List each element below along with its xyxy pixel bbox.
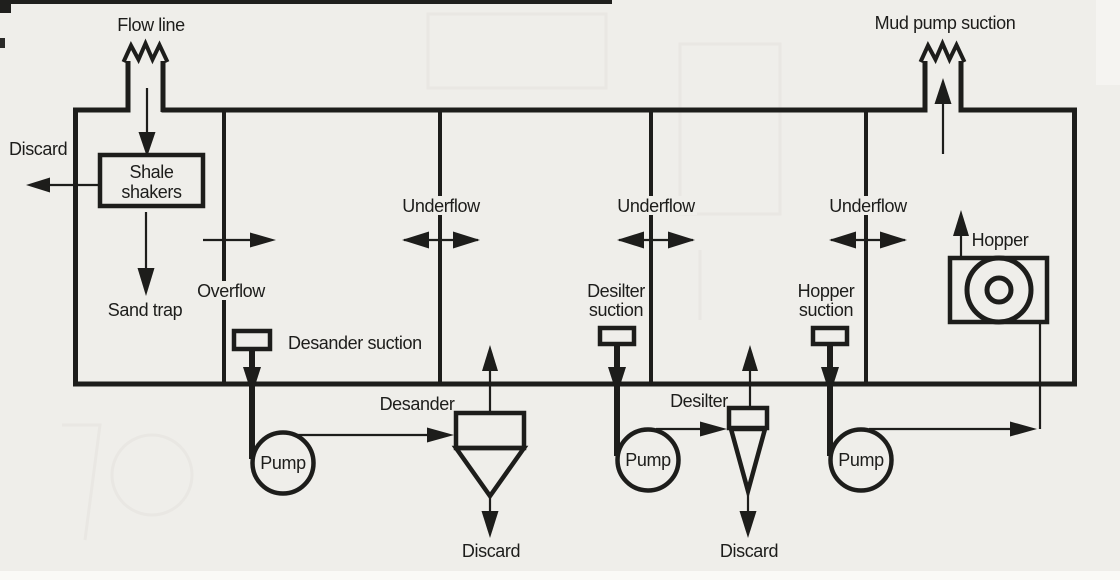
- desander-body: [453, 410, 527, 451]
- scan-ghost-box-2: [678, 42, 782, 216]
- desilter-feed-arrowhead: [700, 421, 727, 437]
- shakers-discard-arrowhead: [26, 177, 50, 193]
- hopper-unit-label: Hopper: [972, 230, 1029, 250]
- shakers-discard-label: Discard: [9, 139, 67, 159]
- underflow-a-left-arrowhead: [402, 231, 429, 249]
- mud-pump-break-symbol: [918, 38, 967, 65]
- mud-tank-outline: [73, 107, 1077, 387]
- underflow-a-label-mask: [400, 196, 482, 215]
- scan-bottom-strip: [0, 571, 1120, 580]
- scan-light-patch: [1096, 0, 1120, 85]
- scan-ghost-funnel: [62, 423, 102, 541]
- underflow-c-label-mask: [827, 196, 909, 215]
- shale-shakers-box: [97, 152, 206, 209]
- underflow-b-left-arrowhead: [617, 231, 644, 249]
- flowline-arrowhead: [138, 132, 156, 157]
- desander-unit-label: Desander: [380, 394, 455, 414]
- scan-ghost-box-1: [426, 12, 608, 90]
- desander-suction-label: Desander suction: [288, 333, 422, 353]
- hopper-pump-label: Pump: [838, 450, 884, 470]
- desander-discard-label: Discard: [462, 541, 520, 561]
- desilter-unit-label: Desilter: [670, 391, 728, 411]
- desilter-pump-circle: [615, 427, 681, 493]
- hopper-suction-arrowhead: [821, 367, 839, 395]
- desander-pump-label: Pump: [260, 453, 306, 473]
- scan-top-strip: [0, 0, 612, 4]
- hopper-arrowhead: [953, 210, 969, 236]
- underflow-c-label: Underflow: [829, 196, 908, 216]
- desilter-body: [726, 405, 770, 431]
- scan-edge-mark: [0, 38, 5, 48]
- underflow-b-right-arrowhead: [668, 231, 695, 249]
- hopper-feed-arrowhead: [1010, 421, 1037, 437]
- sand-trap-arrowhead: [137, 268, 155, 296]
- desilter-pump-label: Pump: [625, 450, 671, 470]
- desilter-suction-box: [597, 325, 637, 347]
- desilter-discard-arrowhead: [739, 511, 757, 538]
- desilter-suction-arrowhead: [608, 367, 626, 395]
- desilter-overflow-arrowhead: [742, 345, 758, 371]
- desander-cone: [451, 445, 529, 500]
- hopper-inner-circle: [984, 275, 1014, 305]
- underflow-c-right-arrowhead: [880, 231, 907, 249]
- hopper-outer-circle: [964, 255, 1034, 325]
- desander-suction-box: [231, 328, 273, 352]
- shale-shakers-label-line1: Shale: [129, 162, 173, 182]
- desilter-suction-label-line2: suction: [589, 300, 643, 320]
- desander-pump-circle: [250, 430, 316, 496]
- shale-shakers-label-line2: shakers: [121, 182, 182, 202]
- desilter-cone: [728, 426, 768, 500]
- underflow-b-label-mask: [615, 196, 697, 215]
- desander-suction-arrowhead: [243, 367, 261, 395]
- scan-ghost-circle: [110, 433, 194, 517]
- mud-pump-arrowhead: [934, 78, 952, 104]
- hopper-suction-label-line2: suction: [799, 300, 853, 320]
- underflow-c-left-arrowhead: [829, 231, 856, 249]
- overflow-label-mask: [195, 281, 267, 300]
- underflow-a-right-arrowhead: [453, 231, 480, 249]
- underflow-b-label: Underflow: [617, 196, 696, 216]
- hopper-pump-circle: [828, 427, 894, 493]
- desilter-suction-label-line1: Desilter: [587, 281, 645, 301]
- flowline-label: Flow line: [117, 15, 185, 35]
- desander-feed-arrowhead: [427, 427, 454, 443]
- sand-trap-label: Sand trap: [108, 300, 183, 320]
- flowline-break-symbol: [121, 38, 170, 65]
- scan-corner-mark: [0, 0, 11, 13]
- overflow-arrowhead: [250, 232, 276, 248]
- overflow-label: Overflow: [197, 281, 266, 301]
- hopper-suction-label-line1: Hopper: [798, 281, 855, 301]
- hopper-suction-box: [810, 325, 850, 347]
- desander-overflow-arrowhead: [482, 345, 498, 371]
- desander-discard-arrowhead: [481, 511, 499, 538]
- mud-pump-suction-label: Mud pump suction: [875, 13, 1016, 33]
- desilter-discard-label: Discard: [720, 541, 778, 561]
- underflow-a-label: Underflow: [402, 196, 481, 216]
